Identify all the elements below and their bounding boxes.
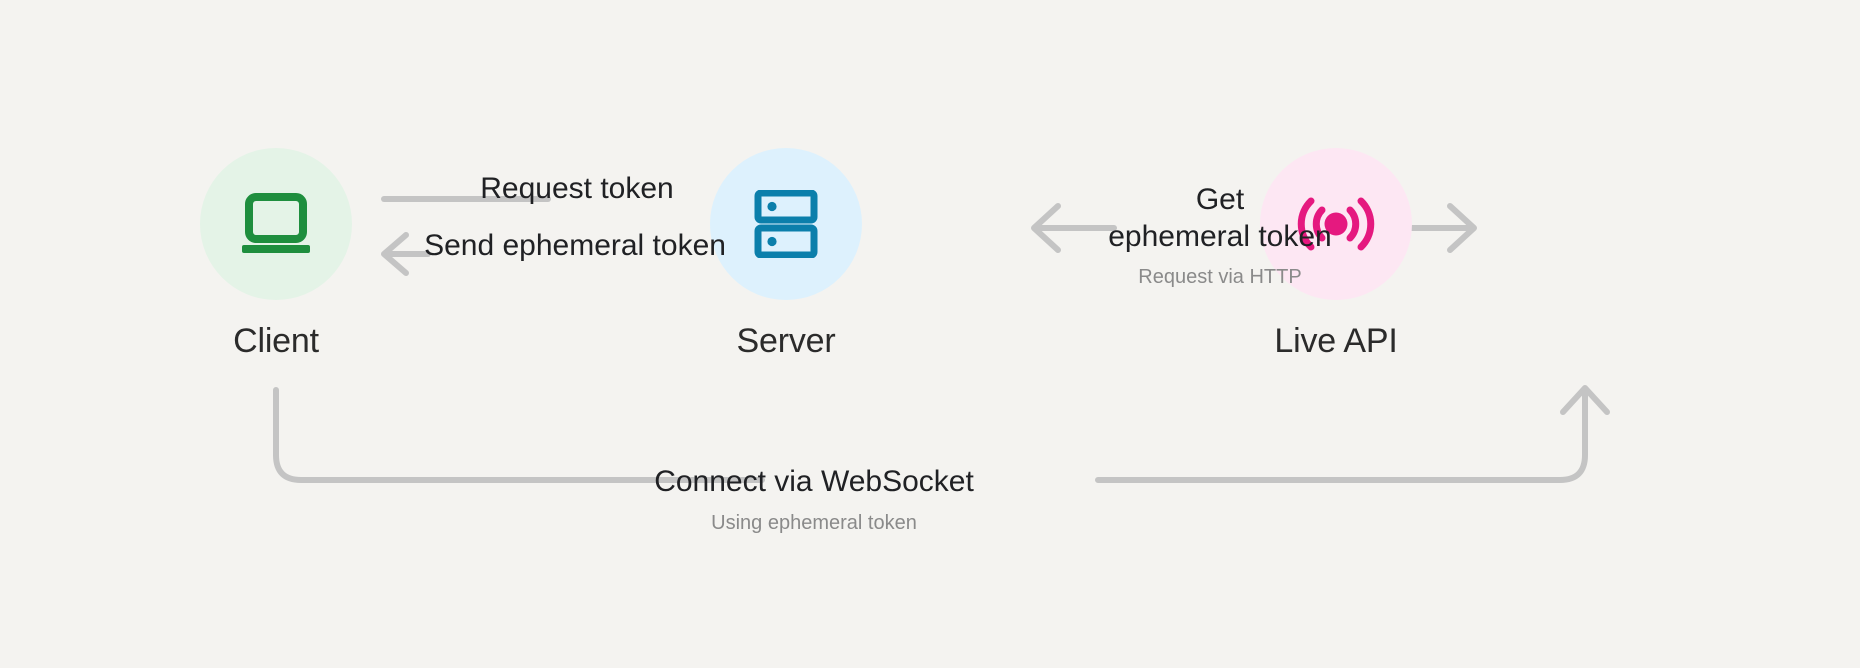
broadcast-icon bbox=[1297, 197, 1375, 251]
edge-label-request-token: Request token bbox=[462, 171, 692, 208]
edge-label-get-ephemeral-token-line2: ephemeral token bbox=[1108, 219, 1332, 253]
node-live-api[interactable]: Live API bbox=[1206, 148, 1466, 361]
arrowhead-left-icon bbox=[1031, 203, 1061, 253]
arrowhead-up-icon bbox=[1560, 385, 1610, 415]
arrowhead-right-icon bbox=[1447, 203, 1477, 253]
node-client-circle bbox=[200, 148, 352, 300]
server-icon bbox=[754, 190, 818, 258]
laptop-icon bbox=[242, 193, 310, 253]
edge-label-send-ephemeral-token-text: Send ephemeral token bbox=[424, 229, 726, 262]
edge-label-request-token-text: Request token bbox=[480, 172, 674, 205]
connector-connect-websocket bbox=[273, 385, 1610, 483]
edge-label-get-ephemeral-token: Get ephemeral token Request via HTTP bbox=[1092, 182, 1348, 290]
connector-get-ephemeral-token-left bbox=[1031, 203, 1117, 253]
edge-label-get-ephemeral-token-line1: Get bbox=[1195, 183, 1245, 216]
node-client-label: Client bbox=[233, 322, 319, 360]
node-server-circle bbox=[710, 148, 862, 300]
edge-label-send-ephemeral-token: Send ephemeral token bbox=[400, 228, 750, 265]
node-client[interactable]: Client bbox=[146, 148, 406, 361]
edge-sublabel-request-via-http: Request via HTTP bbox=[1138, 266, 1302, 289]
node-live-api-circle bbox=[1260, 148, 1412, 300]
node-server[interactable]: Server bbox=[656, 148, 916, 361]
edge-label-connect-websocket: Connect via WebSocket Using ephemeral to… bbox=[634, 464, 994, 535]
node-server-label: Server bbox=[736, 322, 836, 360]
node-live-api-label: Live API bbox=[1274, 322, 1398, 360]
arrowhead-left-icon bbox=[381, 232, 409, 276]
edge-label-connect-websocket-text: Connect via WebSocket bbox=[654, 465, 974, 498]
edge-sublabel-using-ephemeral-token: Using ephemeral token bbox=[711, 511, 917, 534]
